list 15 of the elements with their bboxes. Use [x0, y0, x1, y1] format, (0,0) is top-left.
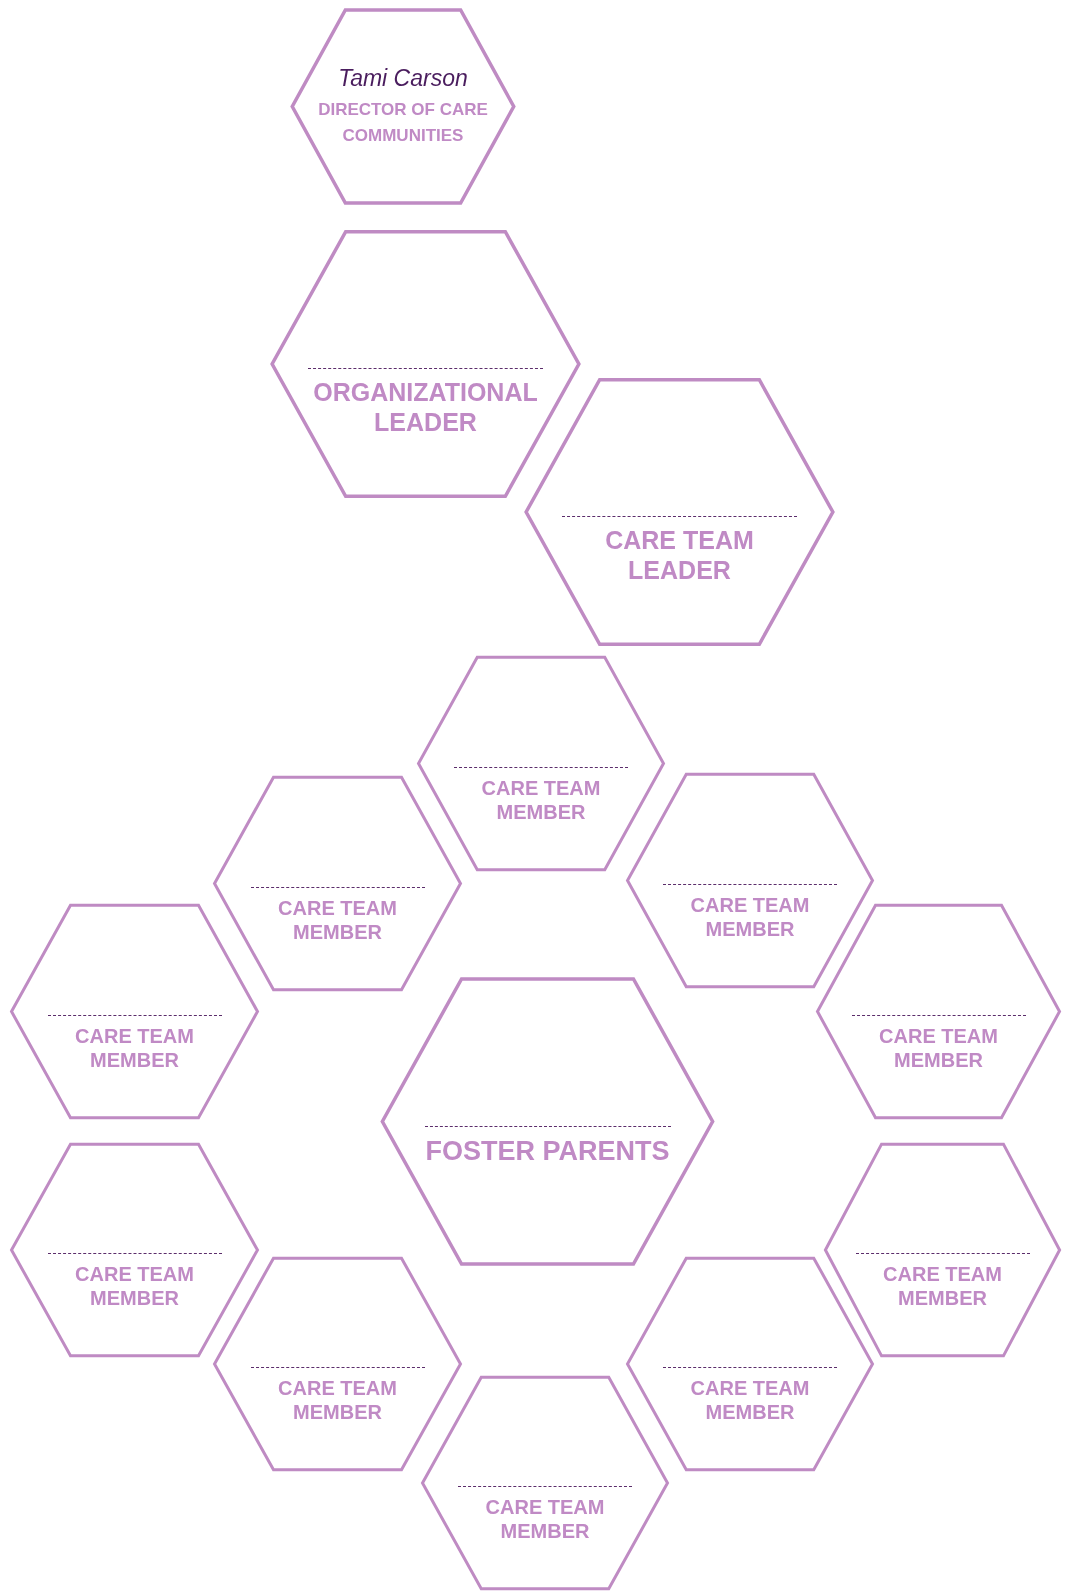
role-label: CARE TEAM MEMBER	[480, 775, 602, 824]
role-label: FOSTER PARENTS	[425, 1134, 670, 1168]
role-label: CARE TEAM MEMBER	[689, 892, 811, 941]
role-label: CARE TEAM MEMBER	[277, 895, 398, 944]
role-label: ORGANIZATIONAL LEADER	[312, 377, 539, 438]
role-label: CARE TEAM MEMBER	[878, 1023, 999, 1072]
person-name: Tami Carson	[338, 64, 468, 93]
role-label: CARE TEAM MEMBER	[689, 1376, 811, 1425]
role-label: CARE TEAM MEMBER	[74, 1023, 195, 1072]
role-label: CARE TEAM MEMBER	[74, 1262, 195, 1311]
role-label: CARE TEAM LEADER	[604, 525, 755, 586]
role-title: DIRECTOR OF CARE COMMUNITIES	[317, 98, 489, 147]
role-label: CARE TEAM MEMBER	[882, 1262, 1003, 1311]
role-label: CARE TEAM MEMBER	[484, 1495, 606, 1544]
role-label: CARE TEAM MEMBER	[277, 1376, 398, 1425]
